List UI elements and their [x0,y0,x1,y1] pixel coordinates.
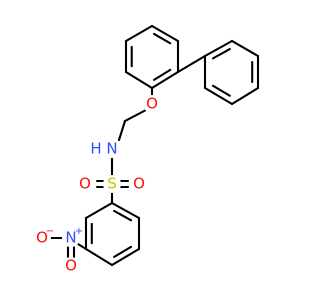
ether-oxygen-background [143,95,161,113]
amine-nitrogen-label: N [106,140,117,158]
nitro-nitrogen-label: N [65,229,76,247]
ring-right-bond-0 [203,39,234,58]
molecule-structure-diagram: O N H S O O N + O − O [33,24,260,275]
nitro-oxygen-left-label: O [36,229,48,247]
biaryl-bond [176,54,207,74]
atom-label-layer: O N H S O O N + O − O [33,95,161,275]
sulfur-background [103,175,121,193]
nitro-oxygen-left-background [33,229,51,247]
sulfonyl-oxygen-left-label: O [79,175,91,193]
bond-layer [49,24,260,267]
ring-bottom-bond-0 [110,201,141,220]
ring-top-double-bond-0 [152,32,172,45]
ring-bottom-double-bond-2 [113,245,133,258]
sulfonyl-oxygen-left-background [76,175,94,193]
amine-hydrogen-label: H [90,140,101,158]
nitro-nitrogen-charge: + [75,226,83,237]
ring-top-bond-2 [150,70,180,90]
ring-bottom-bond-2 [110,247,141,267]
ring-top-bond-0 [150,24,180,43]
sulfonyl-oxygen-right-background [130,175,148,193]
ring-top-double-bond-2 [152,68,172,81]
nitro-nitrogen-background [62,229,80,247]
sulfur-label: S [107,175,117,193]
amine-nitrogen-background [103,140,121,158]
ring-right-bond-1 [230,39,260,58]
ring-bottom-double-bond-0 [113,209,133,222]
ring-top-bond-5 [124,24,154,43]
nitro-oxygen-bottom-background [62,257,80,275]
carbon-nitrogen-bond [117,119,127,142]
ring-right-bond-4 [203,86,234,106]
nitro-oxygen-left-charge: − [46,226,54,237]
ring-right-double-bond-4 [211,84,231,97]
aryl-nitro-bond [76,242,88,251]
ether-oxygen-label: O [146,95,158,113]
ring-bottom-bond-5 [84,201,114,220]
ring-right-double-bond-0 [211,47,231,60]
ring-right-bond-3 [230,86,260,106]
oxygen-carbon-bond [123,108,148,123]
amine-hydrogen-background [89,142,103,156]
sulfonyl-oxygen-right-label: O [133,175,145,193]
ring-bottom-bond-3 [84,247,114,267]
ring-top-bond-3 [124,70,154,90]
nitro-oxygen-bottom-label: O [65,257,77,275]
